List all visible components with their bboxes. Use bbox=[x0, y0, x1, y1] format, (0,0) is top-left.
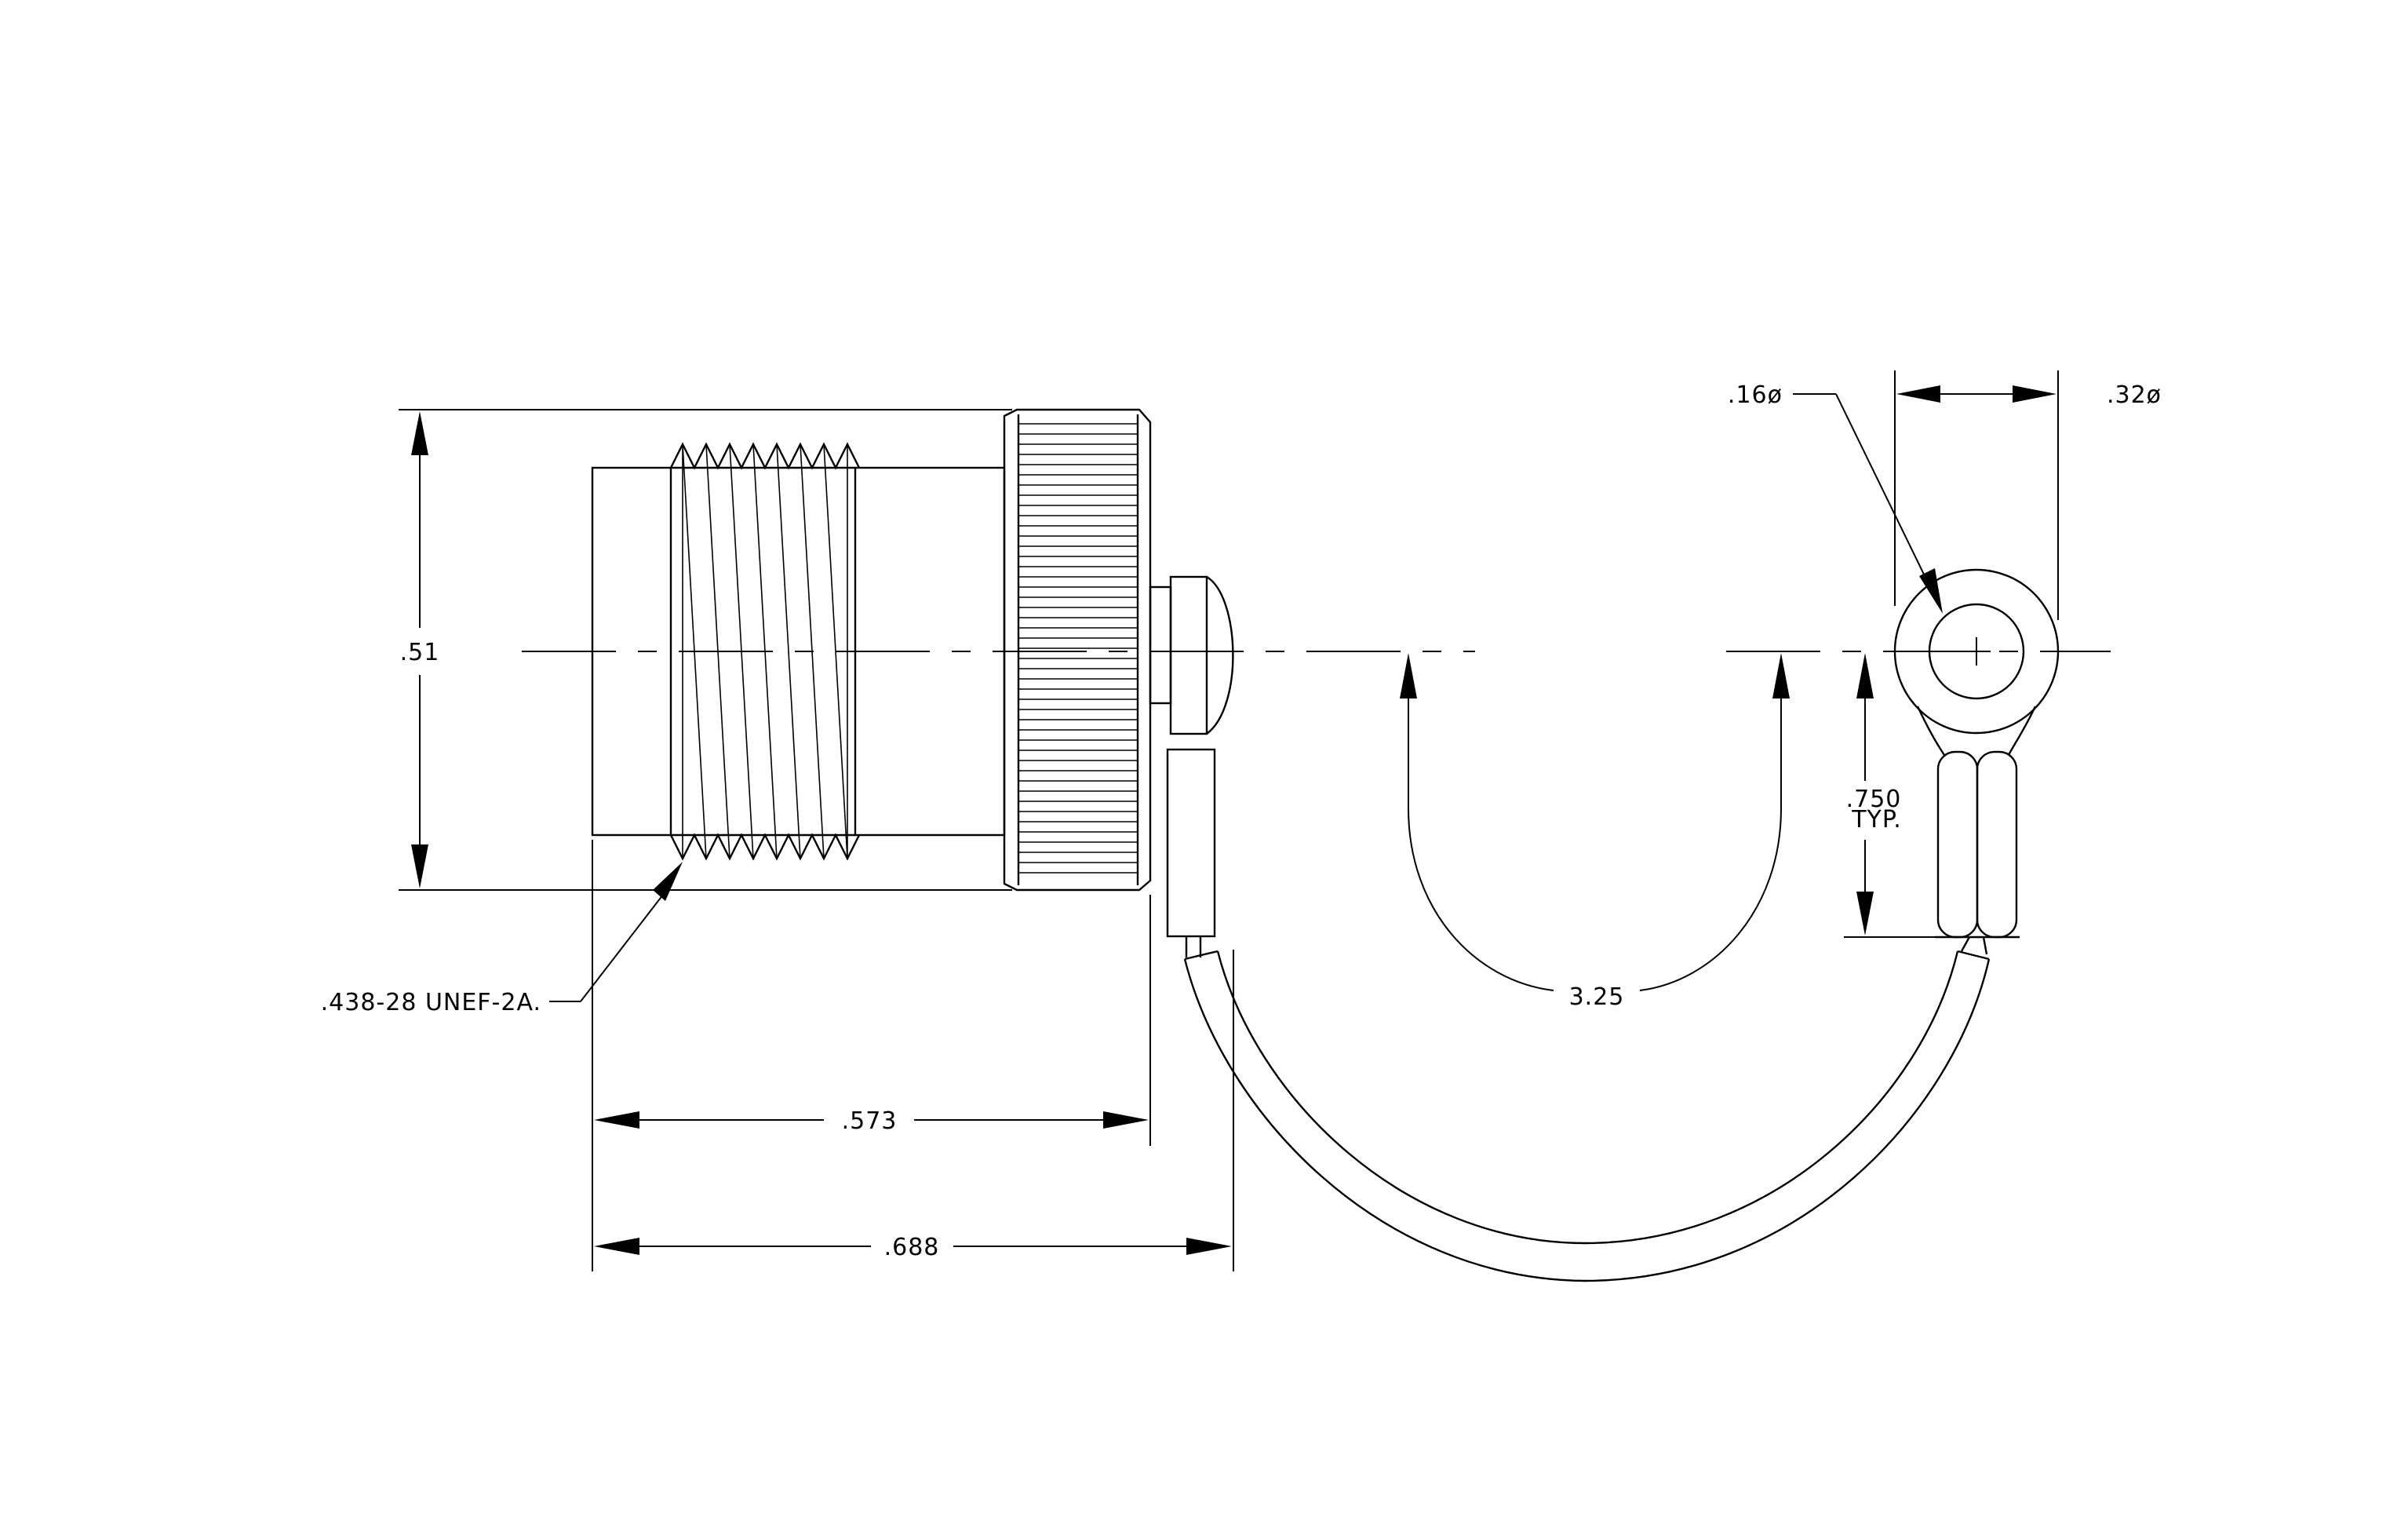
knurl-lines bbox=[1017, 414, 1139, 885]
overall-length-label: .688 bbox=[884, 1234, 940, 1261]
lanyard bbox=[1166, 748, 1991, 1282]
ring-terminal bbox=[1893, 568, 2060, 939]
dimension-height: .51 bbox=[399, 409, 1012, 891]
chain-span-label: 3.25 bbox=[1569, 983, 1625, 1011]
dimension-ring-outer: .32ø bbox=[1894, 370, 2162, 620]
dimension-overall-length: .688 bbox=[594, 950, 1234, 1271]
thread-profile bbox=[669, 442, 861, 861]
ring-offset-label-2: TYP. bbox=[1851, 806, 1902, 833]
dimension-ring-hole: .16ø bbox=[1728, 381, 1943, 614]
ring-outer-label: .32ø bbox=[2107, 381, 2162, 409]
height-label: .51 bbox=[400, 639, 440, 666]
dimension-chain-span: 3.25 bbox=[1400, 653, 1790, 1011]
thread-label: .438-28 UNEF-2A. bbox=[321, 989, 541, 1016]
ring-hole-label: .16ø bbox=[1728, 381, 1783, 409]
body-length-label: .573 bbox=[842, 1107, 898, 1135]
dimension-ring-offset: .750 TYP. bbox=[1844, 653, 1935, 938]
dimension-body-length: .573 bbox=[592, 840, 1151, 1271]
dimension-thread: .438-28 UNEF-2A. bbox=[321, 862, 683, 1016]
cap-body bbox=[591, 408, 1234, 892]
ring-offset-label-1: .750 bbox=[1846, 786, 1902, 813]
